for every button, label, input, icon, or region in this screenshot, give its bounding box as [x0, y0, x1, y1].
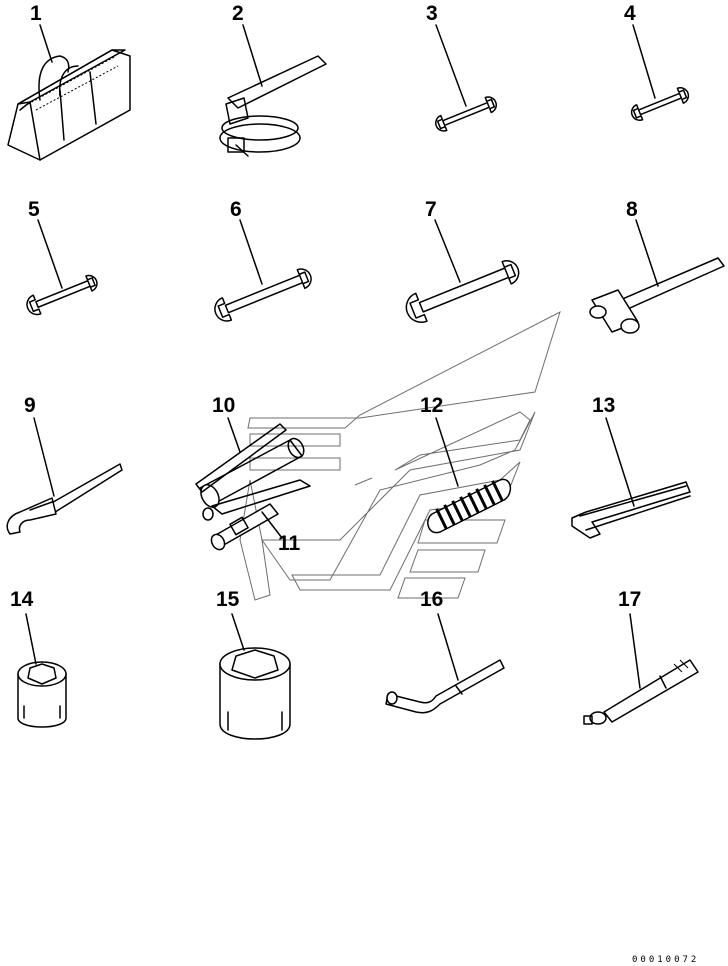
drawing-code: 00010072 [632, 955, 699, 965]
tool-bag [7, 49, 131, 161]
callout-11: 11 [278, 532, 301, 555]
leader-4 [632, 24, 656, 99]
l-handle [385, 659, 505, 714]
callout-12: 12 [420, 394, 443, 417]
wrench-7 [405, 260, 520, 323]
hammer [589, 257, 725, 334]
ratchet-handle [583, 659, 699, 725]
leader-12 [435, 417, 459, 487]
callout-13: 13 [592, 394, 615, 417]
callout-15: 15 [216, 588, 240, 611]
pry-bar [6, 463, 123, 535]
hex-key [571, 481, 691, 539]
callout-3: 3 [426, 2, 438, 25]
callout-8: 8 [626, 198, 638, 221]
leader-6 [239, 219, 263, 285]
leader-15 [231, 613, 245, 651]
leader-14 [25, 613, 37, 665]
leader-16 [437, 613, 459, 681]
spring-hose [427, 478, 512, 534]
callout-16: 16 [420, 588, 443, 611]
callout-4: 4 [624, 2, 636, 25]
callout-7: 7 [425, 198, 437, 221]
leader-1 [39, 24, 53, 63]
callout-17: 17 [618, 588, 641, 611]
leader-3 [435, 24, 467, 107]
socket-large [219, 647, 291, 740]
watermark-logo [239, 311, 561, 601]
callout-1: 1 [30, 2, 42, 25]
grease-nozzle [210, 503, 279, 551]
leader-17 [629, 613, 641, 689]
wrench-small [435, 96, 497, 132]
wrench-5 [26, 274, 98, 316]
leader-7 [434, 219, 461, 283]
callout-10: 10 [212, 394, 235, 417]
callout-6: 6 [230, 198, 242, 221]
callout-5: 5 [28, 198, 40, 221]
filter-wrench [219, 55, 327, 157]
leader-13 [605, 417, 635, 507]
leader-9 [33, 417, 55, 497]
wrench-6 [214, 268, 312, 322]
callout-2: 2 [232, 2, 244, 25]
leader-2 [242, 24, 263, 87]
wrench-small-2 [630, 87, 690, 121]
grease-gun [195, 423, 311, 521]
callout-14: 14 [10, 588, 34, 611]
callout-9: 9 [24, 394, 36, 417]
leader-10 [227, 417, 241, 453]
leader-5 [37, 219, 63, 289]
leader-8 [635, 219, 659, 287]
socket-small [17, 661, 67, 728]
leader-11 [261, 511, 283, 539]
